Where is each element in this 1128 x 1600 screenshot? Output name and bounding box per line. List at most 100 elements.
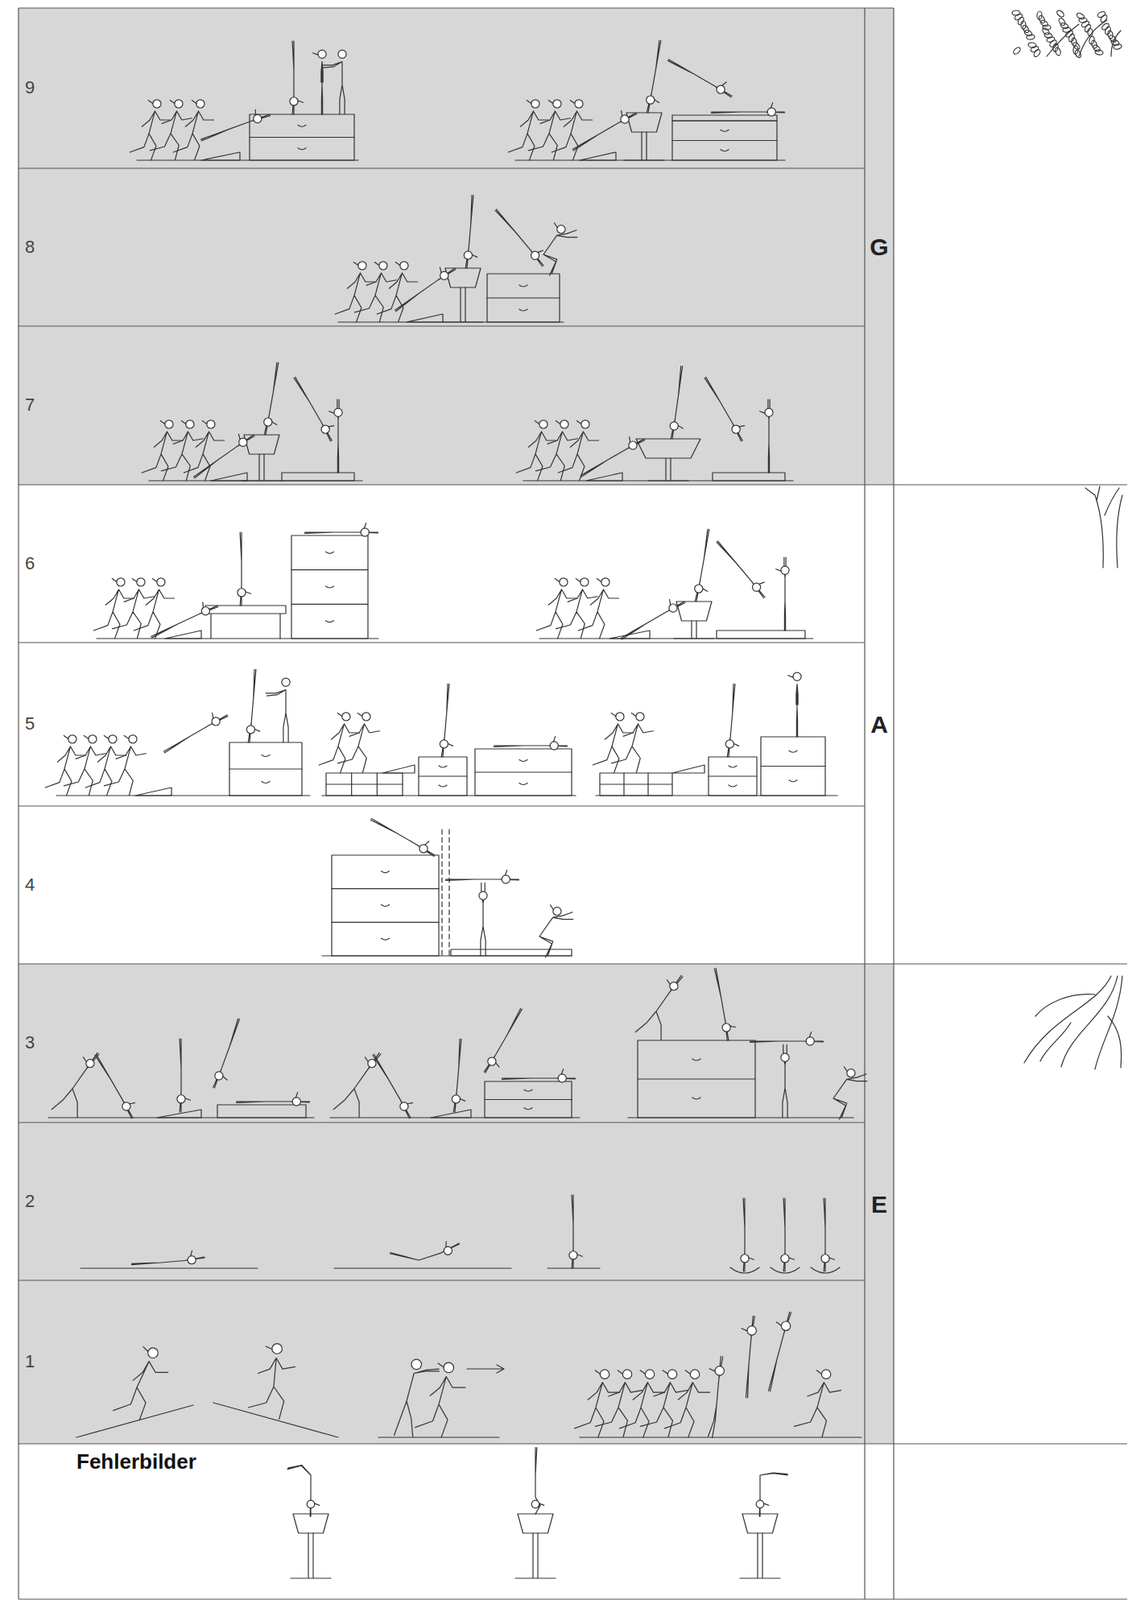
gymnast-figure [183,420,224,481]
gymnast-figure [163,712,228,753]
gymnast-figure [528,99,571,161]
vaulting-box [475,748,572,796]
gymnast-limbs [667,59,732,98]
gymnast-head [342,712,351,721]
box-segment [291,569,368,571]
gymnast-ponytail [254,728,260,732]
gymnast-head [185,420,195,429]
gymnast-figure [788,672,802,737]
springboard [430,1109,472,1118]
leaf [1021,24,1031,34]
gymnast-figure [415,1362,466,1438]
landing-mat [716,630,806,639]
gymnast-limbs [193,434,254,479]
gymnast-figure [543,223,578,276]
gymnast-head [487,1057,496,1066]
gymnast-figure [535,420,578,481]
gymnast-figure [45,735,86,796]
gymnast-figure [569,1194,583,1269]
gymnast-ponytail [181,421,186,425]
gymnast-figure [293,376,335,442]
box-segment [487,297,560,298]
gymnast-head [644,1369,654,1379]
gymnast-limbs [45,746,86,796]
gymnast-figure [640,1369,687,1438]
gymnast-head [174,99,183,108]
gymnast-head [253,114,262,123]
row-band: 7 [18,326,865,485]
gymnast-limbs [578,589,619,639]
gymnast-figure [740,1198,755,1272]
gymnast-ponytail [129,1103,136,1104]
gymnast-head [767,107,776,116]
vaulting-table [636,438,701,481]
stage-band: A654 [18,484,894,964]
box-handle [261,781,270,784]
gymnast-ponytail [212,712,214,719]
gymnast-figure [611,712,653,773]
gymnast-limbs [796,684,798,737]
gymnast-limbs [334,272,376,323]
gymnast-ponytail [553,223,558,228]
gymnast-figure [213,1018,240,1088]
gymnast-head [306,1499,315,1509]
leaf [1057,16,1067,27]
gymnast-limbs [85,746,126,796]
gymnast-limbs [213,1018,240,1088]
springboard [382,764,415,773]
gymnast-head [157,578,166,587]
landing-mat [672,115,777,121]
gymnast-ponytail [152,578,158,583]
box-handle [789,750,798,752]
box-handle [519,285,528,287]
gymnast-head [419,844,428,853]
tree-trunk [1085,486,1123,568]
gymnast-head [622,1369,632,1379]
leaf [1032,48,1042,58]
gymnast-ponytail [554,578,560,583]
gymnast-figure [264,362,279,435]
gymnast-ponytail [759,582,765,584]
gymnast-ponytail [63,735,69,740]
box-handle [524,1107,533,1110]
gymnast-limbs [93,589,134,639]
gymnast-ponytail [577,1254,583,1257]
gymnast-ponytail [190,1250,193,1257]
gymnast-limbs [555,589,598,639]
row-number: 6 [24,553,35,574]
gymnast-figure [551,99,592,161]
gymnast-limbs [161,431,203,481]
gymnast-head [367,1059,376,1068]
gymnast-ponytail [809,1032,811,1038]
gymnast-limbs [354,272,397,323]
gymnast-head [88,735,97,744]
gymnast-head [601,578,610,587]
gymnast-limbs [483,1008,522,1073]
gymnast-head [531,99,540,108]
gymnast-ponytail [447,743,453,746]
stage-band: E321 [18,963,894,1444]
gymnast-head [187,1256,196,1265]
landing-mat [450,949,572,956]
gymnast-limbs [63,746,106,796]
gymnast-figure [694,528,710,602]
springboard [135,787,172,796]
gymnast-ponytail [776,1322,781,1326]
gymnast-figure [372,1053,414,1119]
frame-struts [326,772,403,796]
box-handle [326,620,335,623]
gymnast-figure [394,1359,440,1437]
gymnast-figure [508,99,549,161]
gymnast-figure [370,818,435,857]
gymnast-head [165,420,174,429]
gymnast-ponytail [357,713,363,717]
gymnast-limbs [141,431,182,481]
gymnast-ponytail [132,578,137,583]
gymnast-head [128,735,137,744]
gymnast-limbs [372,1053,411,1119]
leaf [1107,33,1117,43]
illustration [45,8,1123,1579]
vaulting-table [673,601,715,639]
box-body [291,535,368,639]
gymnast-ponytail [702,588,708,591]
